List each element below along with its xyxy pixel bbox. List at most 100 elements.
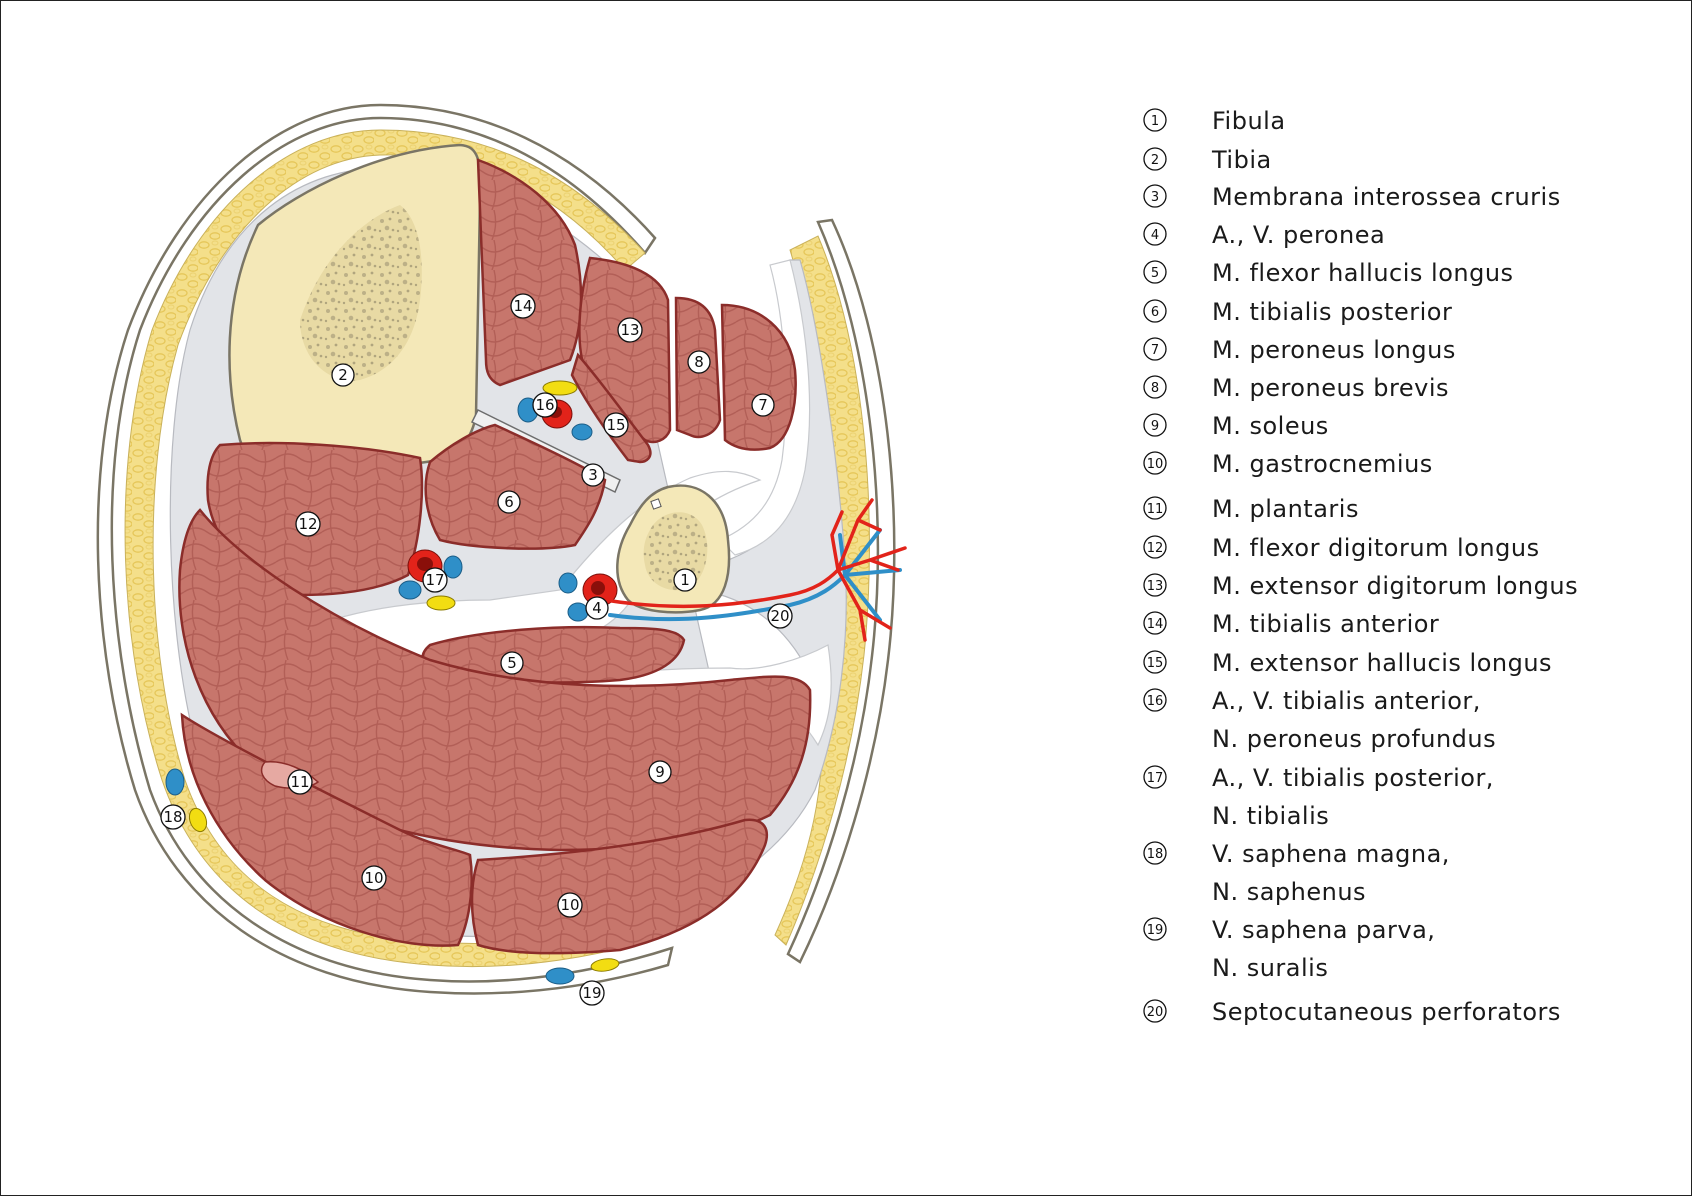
legend-label: Septocutaneous perforators	[1212, 998, 1561, 1026]
marker-9: 9	[648, 760, 672, 784]
legend-label: M. soleus	[1212, 412, 1329, 440]
legend-label: N. saphenus	[1212, 878, 1366, 906]
legend-label: Fibula	[1212, 107, 1286, 135]
legend-number: 1	[1151, 114, 1159, 129]
svg-text:18: 18	[163, 808, 182, 826]
legend-label: A., V. peronea	[1212, 221, 1385, 249]
legend-number: 4	[1151, 228, 1159, 243]
legend-number: 18	[1147, 847, 1164, 862]
svg-text:16: 16	[535, 396, 554, 414]
legend-item-6: 6 M. tibialis posterior	[1143, 298, 1452, 326]
legend-label: A., V. tibialis posterior,	[1212, 764, 1494, 792]
artery-4-lumen	[591, 581, 605, 595]
legend-number-circle	[1143, 375, 1167, 399]
neurovascular-19	[545, 958, 620, 985]
gastrocnemius-lateral	[470, 818, 769, 955]
legend-number-circle	[1143, 535, 1167, 559]
marker-13: 13	[617, 317, 643, 343]
legend-label: M. peroneus brevis	[1212, 374, 1449, 402]
svg-text:19: 19	[582, 984, 601, 1002]
legend-number-circle	[1143, 999, 1167, 1023]
legend-number: 13	[1147, 579, 1164, 594]
fibula-notch	[650, 498, 662, 510]
marker-10a: 10	[361, 865, 387, 891]
svg-text:2: 2	[338, 366, 348, 384]
legend-number-circle	[1143, 917, 1167, 941]
marker-17: 17	[422, 567, 448, 593]
marker-3: 3	[581, 463, 605, 487]
svg-text:9: 9	[655, 763, 665, 781]
tibia-spongy	[300, 205, 422, 381]
legend-item-9: 9 M. soleus	[1143, 412, 1329, 440]
legend-label: A., V. tibialis anterior,	[1212, 687, 1481, 715]
marker-2: 2	[331, 363, 355, 387]
vein-17a	[443, 555, 463, 579]
vein-19	[545, 967, 575, 985]
skin-outline	[96, 103, 674, 995]
legend-number: 9	[1151, 419, 1159, 434]
marker-16: 16	[532, 392, 558, 418]
marker-14: 14	[510, 293, 536, 319]
legend-number-circle	[1143, 573, 1167, 597]
legend-label: M. plantaris	[1212, 495, 1359, 523]
legend-item-13: 13 M. extensor digitorum longus	[1143, 572, 1578, 600]
legend-label: V. saphena magna,	[1212, 840, 1450, 868]
legend-number: 19	[1147, 923, 1164, 938]
skin-flap-right	[786, 218, 896, 964]
legend-number-circle	[1143, 184, 1167, 208]
marker-1: 1	[673, 568, 697, 592]
marker-5: 5	[500, 651, 524, 675]
svg-text:4: 4	[592, 599, 602, 617]
legend-number-circle	[1143, 650, 1167, 674]
legend-number: 12	[1147, 541, 1164, 556]
vein-4b	[567, 602, 589, 622]
marker-18: 18	[160, 804, 186, 830]
legend-number: 2	[1151, 153, 1159, 168]
legend-label: M. peroneus longus	[1212, 336, 1456, 364]
legend-number: 20	[1147, 1005, 1164, 1020]
legend-label: M. tibialis posterior	[1212, 298, 1452, 326]
svg-text:5: 5	[507, 654, 517, 672]
legend-number: 15	[1147, 656, 1164, 671]
legend-number: 16	[1147, 694, 1164, 709]
legend-number: 5	[1151, 266, 1159, 281]
legend-number-circle	[1143, 496, 1167, 520]
perforator-artery	[603, 498, 907, 642]
extensor-hallucis-longus	[570, 352, 652, 464]
legend-number-circle	[1143, 337, 1167, 361]
gastrocnemius-medial	[180, 712, 473, 947]
legend-item-12: 12 M. flexor digitorum longus	[1143, 534, 1540, 562]
svg-text:10: 10	[364, 869, 383, 887]
marker-7: 7	[751, 393, 775, 417]
legend-number-circle	[1143, 451, 1167, 475]
legend-number-circle	[1143, 260, 1167, 284]
legend-label: M. flexor hallucis longus	[1212, 259, 1514, 287]
nerve-16	[542, 380, 578, 396]
svg-text:1: 1	[680, 571, 690, 589]
svg-text:17: 17	[425, 571, 444, 589]
legend-item-1: 1 Fibula	[1143, 107, 1286, 135]
vein-16b	[571, 423, 593, 441]
nerve-19	[590, 958, 620, 972]
svg-text:10: 10	[560, 896, 579, 914]
legend-number: 6	[1151, 305, 1159, 320]
marker-12: 12	[295, 511, 321, 537]
legend-item-18: 18 V. saphena magna, N. saphenus	[1143, 840, 1450, 906]
svg-text:7: 7	[758, 396, 768, 414]
legend-number: 14	[1147, 617, 1164, 632]
legend-number-circle	[1143, 611, 1167, 635]
svg-text:14: 14	[513, 297, 532, 315]
legend-label: M. flexor digitorum longus	[1212, 534, 1540, 562]
legend-label: V. saphena parva,	[1212, 916, 1435, 944]
legend-number-circle	[1143, 147, 1167, 171]
marker-4: 4	[585, 596, 609, 620]
marker-15: 15	[603, 412, 629, 438]
legend-label: M. extensor digitorum longus	[1212, 572, 1578, 600]
